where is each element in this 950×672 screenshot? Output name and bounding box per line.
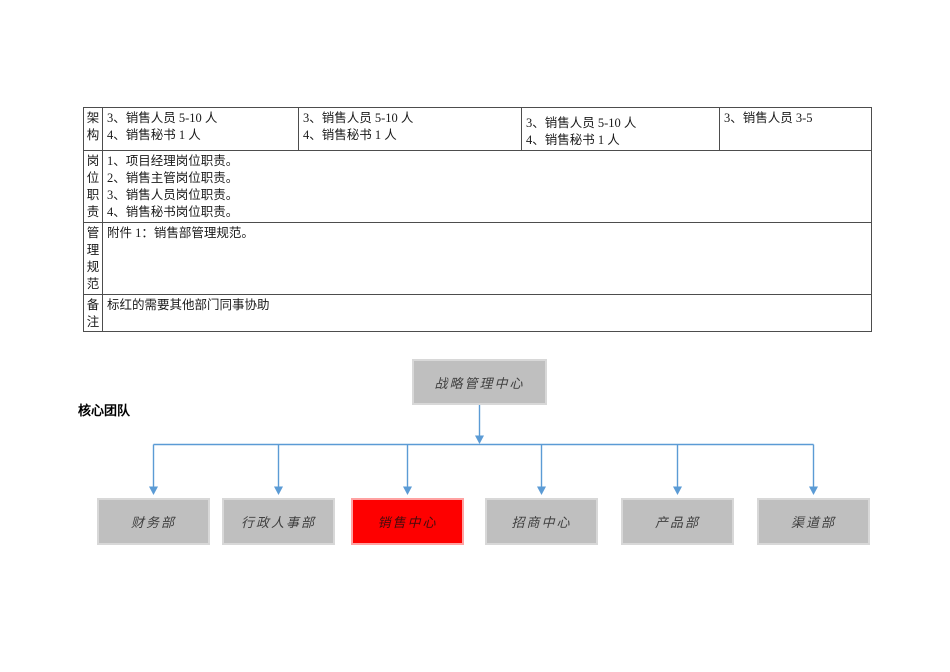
arrow-down-icon bbox=[274, 486, 283, 495]
department-info-table: 架构 3、销售人员 5-10 人 4、销售秘书 1 人 3、销售人员 5-10 … bbox=[83, 107, 872, 332]
row-header-notes: 备注 bbox=[83, 294, 103, 332]
cell-structure-4: 3、销售人员 3-5 bbox=[719, 107, 872, 151]
org-box-channel: 渠道部 bbox=[757, 498, 870, 545]
table-row-notes: 备注 标红的需要其他部门同事协助 bbox=[83, 294, 872, 332]
arrow-down-icon bbox=[673, 486, 682, 495]
row-header-duties: 岗位职责 bbox=[83, 150, 103, 223]
arrow-down-icon bbox=[475, 435, 484, 444]
org-box-sales-center: 销售中心 bbox=[351, 498, 464, 545]
table-row-structure: 架构 3、销售人员 5-10 人 4、销售秘书 1 人 3、销售人员 5-10 … bbox=[83, 107, 872, 151]
cell-structure-2: 3、销售人员 5-10 人 4、销售秘书 1 人 bbox=[298, 107, 522, 151]
cell-structure-3: 3、销售人员 5-10 人 4、销售秘书 1 人 bbox=[521, 107, 720, 151]
org-box-strategy-center: 战略管理中心 bbox=[412, 359, 547, 405]
arrow-down-icon bbox=[537, 486, 546, 495]
row-header-regulations: 管理规范 bbox=[83, 222, 103, 295]
org-box-finance: 财务部 bbox=[97, 498, 210, 545]
arrow-down-icon bbox=[809, 486, 818, 495]
arrow-down-icon bbox=[403, 486, 412, 495]
org-box-product: 产品部 bbox=[621, 498, 734, 545]
arrow-down-icon bbox=[149, 486, 158, 495]
org-box-admin-hr: 行政人事部 bbox=[222, 498, 335, 545]
table-row-regulations: 管理规范 附件 1：销售部管理规范。 bbox=[83, 222, 872, 295]
cell-structure-1: 3、销售人员 5-10 人 4、销售秘书 1 人 bbox=[102, 107, 299, 151]
cell-notes: 标红的需要其他部门同事协助 bbox=[102, 294, 872, 332]
cell-duties: 1、项目经理岗位职责。 2、销售主管岗位职责。 3、销售人员岗位职责。 4、销售… bbox=[102, 150, 872, 223]
cell-regulations: 附件 1：销售部管理规范。 bbox=[102, 222, 872, 295]
table-row-duties: 岗位职责 1、项目经理岗位职责。 2、销售主管岗位职责。 3、销售人员岗位职责。… bbox=[83, 150, 872, 223]
org-box-investment-center: 招商中心 bbox=[485, 498, 598, 545]
core-team-label: 核心团队 bbox=[78, 403, 131, 418]
row-header-structure: 架构 bbox=[83, 107, 103, 151]
